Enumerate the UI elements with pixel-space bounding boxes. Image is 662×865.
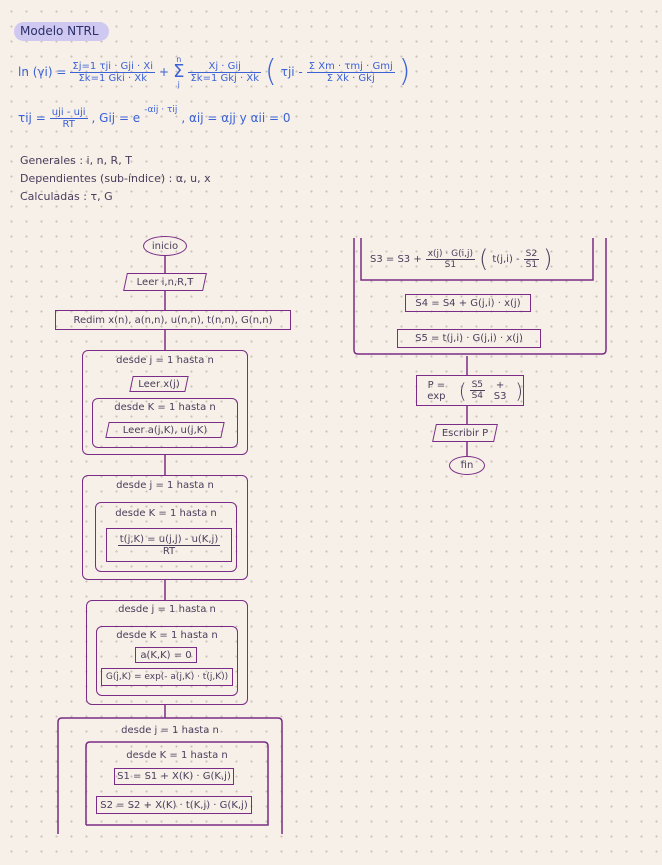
s3-inner-fraction: S2 S1 (523, 248, 540, 270)
s2-box: S2 = S2 + X(K) · t(K,j) · G(K,j) (96, 796, 252, 814)
fin-terminal: fin (449, 456, 485, 475)
tau-term: τji - (280, 65, 303, 79)
tau-equation: τij = uji - uji RT , Gij = e -αij · τij … (18, 102, 291, 134)
open-paren: ( (265, 54, 277, 89)
ln-gamma-lhs: ln (γi) = (18, 65, 67, 79)
loop-1 (82, 350, 248, 455)
p-lhs: P = exp (427, 379, 446, 402)
p-close-paren: ) (515, 378, 523, 403)
s3-lhs: S3 = S3 + (370, 253, 422, 265)
dependientes-line: Dependientes (sub-índice) : α, u, x (20, 172, 211, 185)
fraction-3-denominator: Σ Xk · Gkj (326, 72, 375, 84)
fraction-2: Xj · Gij Σk=1 Gkj · Xk (188, 61, 261, 84)
s3-inner-denominator: S1 (525, 259, 538, 270)
p-fraction: S5 S4 (469, 380, 486, 401)
variables-block: Generales : i, n, R, T Dependientes (sub… (20, 152, 211, 206)
s3-close-paren: ) (543, 245, 553, 273)
leer-au-box: Leer a(j,K), u(j,K) (107, 422, 223, 438)
fraction-1-denominator: Σk=1 Gki · Xk (78, 72, 147, 84)
tau-lhs: τij = (18, 111, 46, 125)
g-exponent: -αij · τij (144, 105, 178, 115)
a-zero-box: a(K,K) = 0 (135, 647, 197, 663)
leer-inputs-text: Leer i,n,R,T (136, 276, 194, 288)
redim-box: Redim x(n), a(n,n), u(n,n), t(n,n), G(n,… (55, 310, 291, 330)
alpha-definition: , αij = αjj y αii = 0 (181, 111, 291, 125)
fraction-2-numerator: Xj · Gij (188, 61, 261, 73)
loop-2 (82, 475, 248, 580)
fraction-1: Σj=1 τji · Gji · Xi Σk=1 Gki · Xk (70, 60, 156, 84)
tau-denominator: RT (62, 118, 75, 130)
g-definition: , Gij = e (91, 111, 141, 125)
plus-sign: + (159, 65, 170, 79)
escribir-box: Escribir P (434, 424, 496, 442)
calculadas-line: Calculadas : τ, G (20, 190, 113, 203)
sum-symbol: n Σ j (173, 55, 184, 89)
g-calc-box: G(j,K) = exp(- a(j,K) · t(j,K)) (101, 668, 233, 686)
loop-1-label: desde j = 1 hasta n (116, 355, 214, 366)
loop-3 (86, 600, 248, 705)
page-title: Modelo NTRL (14, 22, 109, 41)
loop-3-label: desde j = 1 hasta n (118, 604, 216, 615)
p-open-paren: ( (458, 378, 467, 403)
loop-2-label: desde j = 1 hasta n (116, 480, 214, 491)
s3-paren-term: t(j,i) - (492, 253, 520, 265)
p-calc-box: P = exp ( S5 S4 + S3 ) (416, 375, 524, 406)
loop-1-inner-label: desde K = 1 hasta n (114, 402, 216, 413)
s5-box: S5 = t(j,i) · G(j,i) · x(j) (397, 329, 541, 348)
p-plus: + S3 (493, 379, 507, 402)
loop-2-inner (95, 502, 237, 572)
loop-2-inner-label: desde K = 1 hasta n (115, 508, 217, 519)
loop-1-inner (92, 398, 238, 448)
p-denominator: S4 (471, 391, 484, 401)
tau-fraction: uji - uji RT (49, 106, 88, 130)
s3-fraction: x(j) · G(i,j) S1 (425, 248, 476, 270)
sum-top: n (176, 55, 182, 64)
sum-sign: Σ (173, 61, 185, 82)
leer-x-text: Leer x(j) (138, 378, 180, 390)
fraction-3-numerator: Σ Xm · τmj · Gmj (306, 60, 395, 73)
s3-numerator: x(j) · G(i,j) (425, 248, 476, 260)
s3-inner-numerator: S2 (523, 248, 540, 260)
leer-au-text: Leer a(j,K), u(j,K) (122, 424, 208, 436)
inicio-terminal: inicio (143, 236, 187, 256)
loop-4-inner-label: desde K = 1 hasta n (126, 750, 228, 761)
loop-3-inner-label: desde K = 1 hasta n (116, 630, 218, 641)
s3-formula: S3 = S3 + x(j) · G(i,j) S1 ( t(j,i) - S2… (370, 243, 552, 275)
loop-4-label: desde j = 1 hasta n (121, 725, 219, 736)
t-calc-numerator: t(j,K) = u(j,j) - u(K,j) (117, 533, 221, 546)
fraction-3: Σ Xm · τmj · Gmj Σ Xk · Gkj (306, 60, 395, 84)
ln-gamma-equation: ln (γi) = Σj=1 τji · Gji · Xi Σk=1 Gki ·… (18, 52, 410, 92)
leer-inputs-box: Leer i,n,R,T (125, 273, 205, 291)
tau-numerator: uji - uji (49, 106, 88, 119)
s3-open-paren: ( (479, 245, 489, 273)
p-numerator: S5 (469, 380, 486, 391)
s1-box: S1 = S1 + X(K) · G(K,j) (114, 768, 234, 785)
s3-denominator: S1 (444, 259, 457, 270)
t-calc-denominator: RT (162, 545, 176, 557)
t-calc-box: t(j,K) = u(j,j) - u(K,j) RT (106, 528, 232, 562)
s4-box: S4 = S4 + G(j,i) · x(j) (405, 294, 531, 312)
escribir-text: Escribir P (441, 427, 489, 439)
close-paren: ) (398, 54, 411, 89)
leer-x-box: Leer x(j) (131, 376, 187, 392)
generales-line: Generales : i, n, R, T (20, 154, 132, 167)
fraction-1-numerator: Σj=1 τji · Gji · Xi (70, 60, 156, 73)
loop-3-inner (96, 626, 238, 696)
fraction-2-denominator: Σk=1 Gkj · Xk (190, 72, 259, 84)
sum-bottom: j (177, 80, 180, 89)
